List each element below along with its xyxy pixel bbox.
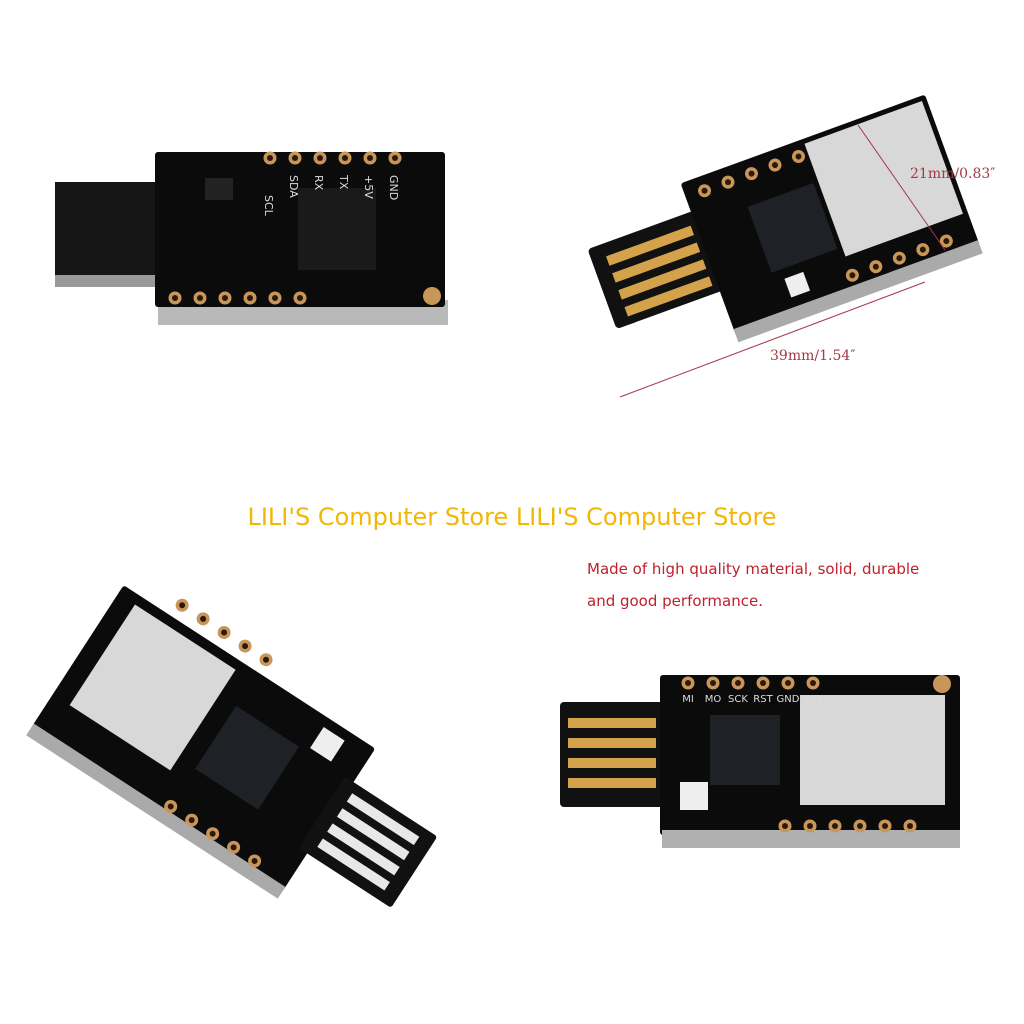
length-dimension-label: 39mm/1.54″ [770,348,856,364]
pin-label: RST [753,694,773,705]
pin-label: GND [387,175,400,200]
width-dimension-line [857,124,946,251]
description-line-2: and good performance. [587,592,763,610]
board-bottom-view: MI MO SCK RST GND +5V [560,675,960,848]
description-line-1: Made of high quality material, solid, du… [587,560,920,578]
pin-label: GND [777,694,800,705]
pin-label: SCL [262,195,275,217]
board-top-view: SCL SDA RX TX +5V GND [55,151,448,325]
pin-label: RX [312,175,325,191]
pin-label: MO [705,694,722,705]
board-angled-view-2 [26,586,437,907]
length-dimension-line [619,281,926,398]
pin-label: SDA [287,175,300,198]
pin-label: TX [337,174,350,190]
pin-label: SCK [728,694,748,705]
pin-label: MI [682,694,694,705]
store-watermark: LILI'S Computer Store LILI'S Computer St… [247,503,777,531]
pin-label: +5V [802,694,824,705]
width-dimension-label: 21mm/0.83″ [910,166,996,182]
pin-label: +5V [362,175,375,199]
board-angled-view [588,95,983,343]
